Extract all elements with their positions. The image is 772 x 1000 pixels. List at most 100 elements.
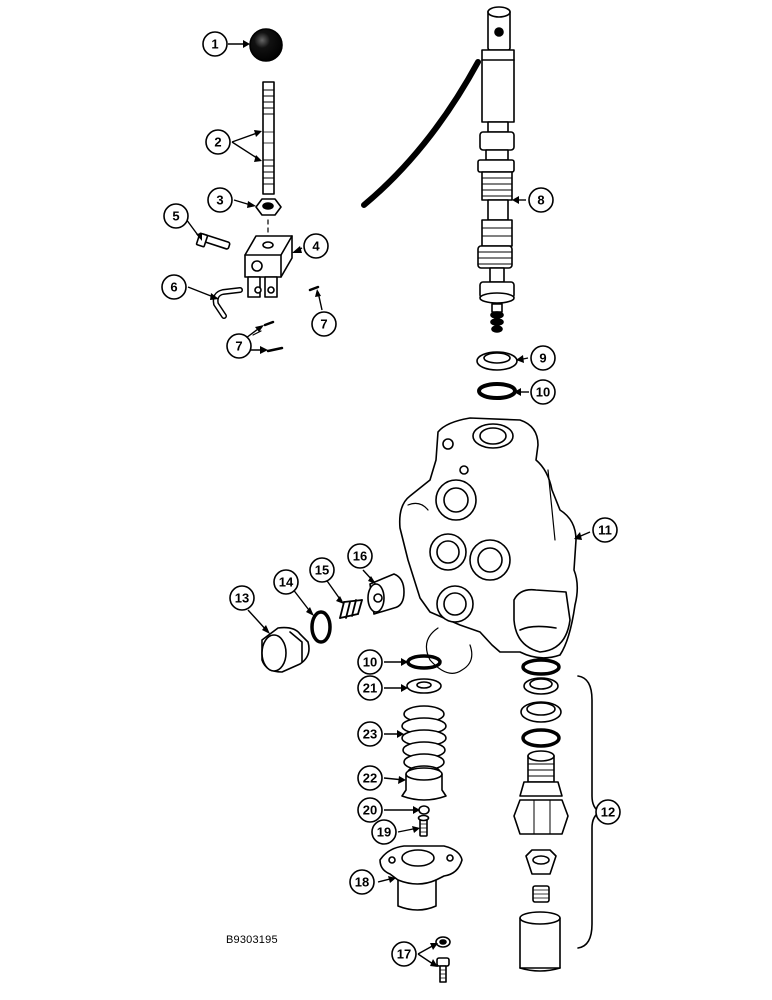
callout-number: 17 [397,947,411,962]
callout-number: 7 [320,317,327,332]
callout-c15: 15 [309,557,335,583]
part-seal-retainer [476,351,518,371]
part-screw [417,814,430,837]
callout-number: 8 [537,193,544,208]
part-end-cap [379,845,463,911]
callout-number: 19 [377,825,391,840]
part-retainer-pins [252,285,320,353]
callout-c7a: 7 [226,333,252,359]
part-spool [477,6,515,333]
callout-circle [530,345,556,371]
part-washer [406,678,442,694]
callout-c19: 19 [371,819,397,845]
part-nut [255,198,282,216]
callout-circle [161,274,187,300]
callout-number: 20 [363,803,377,818]
callout-circle [311,311,337,337]
callout-c2: 2 [205,129,231,155]
callout-c5: 5 [163,203,189,229]
part-clevis-block [244,235,293,298]
callout-number: 16 [353,549,367,564]
part-plug [367,573,405,615]
callout-c10b: 10 [357,649,383,675]
callout-number: 14 [279,575,294,590]
callout-number: 15 [315,563,329,578]
part-spring-seat [401,767,447,801]
callout-number: 12 [601,805,615,820]
callout-c21: 21 [357,675,383,701]
part-o-ring-upper [477,382,517,400]
callout-number: 23 [363,727,377,742]
callout-number: 4 [312,239,320,254]
callout-circle [371,819,397,845]
callout-c20: 20 [357,797,383,823]
callout-circle [595,799,621,825]
callout-c10a: 10 [530,379,556,405]
callout-circle [357,721,383,747]
figure-id-label: B9303195 [226,934,278,946]
callout-circle [391,941,417,967]
callout-circle [528,187,554,213]
callout-circle [303,233,329,259]
callout-circle [357,675,383,701]
callout-circle [273,569,299,595]
callout-circle [347,543,373,569]
part-bolt-washer [435,936,451,983]
callout-circle [207,187,233,213]
callout-number: 10 [536,385,550,400]
callout-number: 1 [211,37,218,52]
callout-c11: 11 [592,517,618,543]
leader-curve-lower [425,627,473,674]
callout-number: 5 [172,209,179,224]
callout-number: 2 [214,135,221,150]
part-cap-plug [261,626,310,673]
part-valve-body [398,417,579,659]
callout-circle [592,517,618,543]
callout-c9: 9 [530,345,556,371]
callout-circle [357,649,383,675]
callout-circle [226,333,252,359]
callout-number: 3 [216,193,223,208]
callout-number: 22 [363,771,377,786]
part-spring-small [339,599,363,619]
callout-c13: 13 [229,585,255,611]
part-threaded-stud [262,81,275,195]
callout-circle [229,585,255,611]
callout-circle [530,379,556,405]
callout-c1: 1 [202,31,228,57]
callout-c18: 18 [349,869,375,895]
part-knob-ball [249,28,283,62]
callout-number: 7 [235,339,242,354]
part-o-ring-small [310,610,332,644]
callout-circle [309,557,335,583]
callout-number: 21 [363,681,377,696]
callout-circle [202,31,228,57]
callout-c8: 8 [528,187,554,213]
callout-c16: 16 [347,543,373,569]
callout-c22: 22 [357,765,383,791]
callout-c6: 6 [161,274,187,300]
callout-c14: 14 [273,569,299,595]
callout-number: 18 [355,875,369,890]
callout-c3: 3 [207,187,233,213]
part-relief-valve-assembly [513,658,569,972]
part-small-nut [418,805,430,815]
callout-c17: 17 [391,941,417,967]
callout-number: 10 [363,655,377,670]
callout-circle [349,869,375,895]
callout-circle [163,203,189,229]
callout-circle [357,765,383,791]
part-o-ring-lower-left [406,654,442,670]
callout-number: 13 [235,591,249,606]
leader-curve [361,59,481,208]
callout-number: 9 [539,351,546,366]
callout-number: 11 [598,523,612,538]
callout-circle [205,129,231,155]
callout-c4: 4 [303,233,329,259]
callout-number: 6 [170,280,177,295]
callout-c23: 23 [357,721,383,747]
callout-circle [357,797,383,823]
callout-c12: 12 [595,799,621,825]
callout-c7b: 7 [311,311,337,337]
